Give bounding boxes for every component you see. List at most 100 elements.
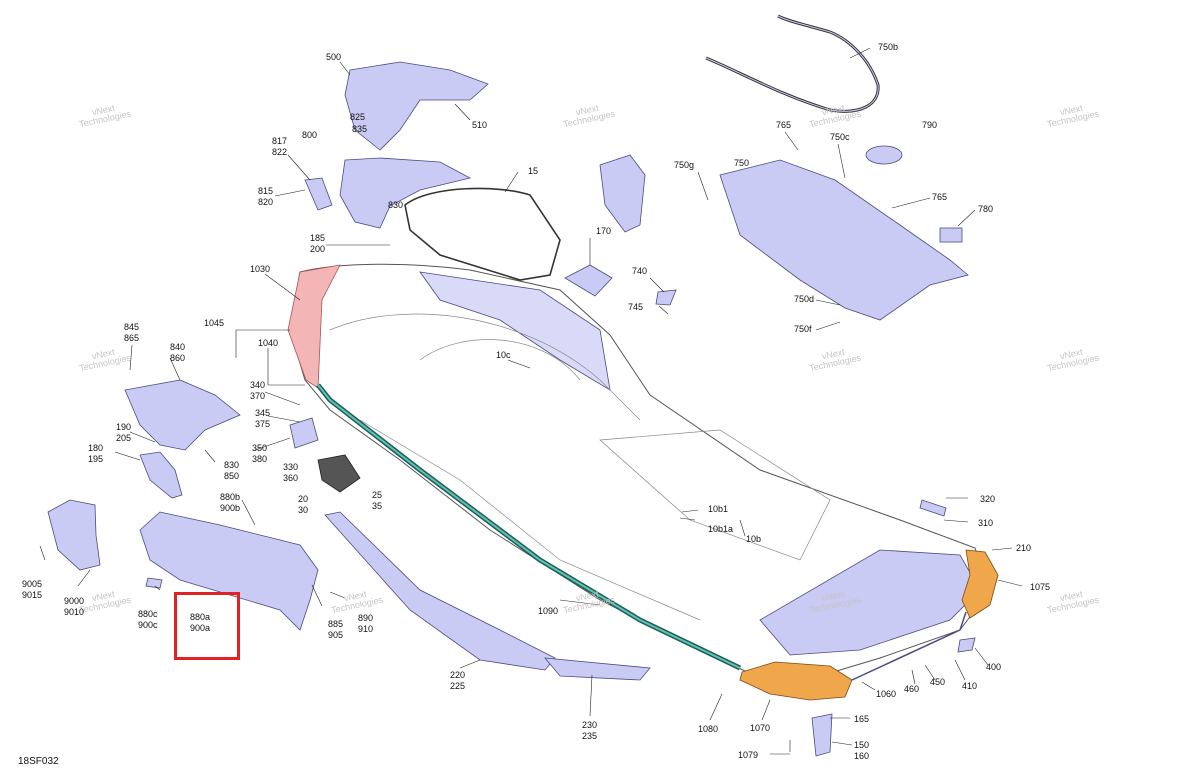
part-label: 860 (170, 353, 186, 363)
part-740 (655, 289, 677, 306)
highlight-label: 880a 900a (190, 612, 211, 633)
plate-165 (811, 713, 833, 757)
part-label: 845 (124, 322, 140, 332)
part-label: 1070 (750, 723, 771, 733)
part-label: 310 (978, 518, 994, 528)
part-label: 850 (224, 471, 240, 481)
part-label: 1080 (698, 724, 719, 734)
part-label: 1079 (738, 750, 759, 760)
part-label: 10b (746, 534, 762, 544)
strake-230 (544, 657, 651, 681)
part-label: 1090 (538, 606, 559, 616)
part-label: 200 (310, 244, 326, 254)
part-label: 225 (450, 681, 466, 691)
panel-800 (339, 157, 472, 229)
part-label: 815 (258, 186, 274, 196)
part-label: 865 (124, 333, 140, 343)
part-label: 15 (528, 166, 539, 176)
part-label: 25 (372, 490, 383, 500)
part-label: 185 (310, 233, 326, 243)
part-label: 230 (582, 720, 598, 730)
part-label: 840 (170, 342, 186, 352)
highlight-box (174, 592, 240, 660)
part-label: 1060 (876, 689, 897, 699)
part-label: 330 (283, 462, 299, 472)
part-label: 750d (794, 294, 815, 304)
part-label: 460 (904, 684, 920, 694)
part-label: 380 (252, 454, 268, 464)
part-label: 370 (250, 391, 266, 401)
part-label: 750 (734, 158, 750, 168)
leader-lines (39, 47, 1023, 755)
part-label: 900c (138, 620, 158, 630)
bracket-330 (289, 417, 319, 449)
part-label: 20 (298, 494, 309, 504)
part-label: 205 (116, 433, 132, 443)
panel-9000 (47, 499, 101, 571)
part-label: 9000 (64, 596, 85, 606)
part-label: 900b (220, 503, 241, 513)
part-label: 10b1a (708, 524, 734, 534)
part-label: 360 (283, 473, 299, 483)
part-label: 880b (220, 492, 241, 502)
part-label: 410 (962, 681, 978, 691)
part-label: 880c (138, 609, 158, 619)
part-label: 1045 (204, 318, 225, 328)
part-label: 790 (922, 120, 938, 130)
part-label: 30 (298, 505, 309, 515)
side-panel-880 (139, 511, 319, 631)
plate-170 (564, 264, 613, 297)
part-label: 150 (854, 740, 870, 750)
deck-panel-front (419, 271, 611, 391)
part-label: 450 (930, 677, 946, 687)
bracket-20 (317, 454, 361, 493)
part-label: 765 (776, 120, 792, 130)
part-label: 510 (472, 120, 488, 130)
part-label: 210 (1016, 543, 1032, 553)
hull-body (289, 263, 991, 679)
part-label: 195 (88, 454, 104, 464)
part-label: 822 (272, 147, 288, 157)
part-label: 820 (258, 197, 274, 207)
part-label: 375 (255, 419, 271, 429)
part-label: 1040 (258, 338, 279, 348)
part-label: 780 (978, 204, 994, 214)
part-label: 9005 (22, 579, 43, 589)
part-label: 9015 (22, 590, 43, 600)
storage-bin-750 (719, 159, 969, 321)
part-label: 400 (986, 662, 1002, 672)
part-label: 190 (116, 422, 132, 432)
plate-320 (919, 499, 947, 517)
part-label: 10b1 (708, 504, 729, 514)
part-label: 765 (932, 192, 948, 202)
part-label: 170 (596, 226, 612, 236)
latch-780 (939, 227, 963, 243)
part-label: 835 (352, 124, 368, 134)
part-label: 10c (496, 350, 511, 360)
panel-upper-mid (599, 154, 646, 233)
part-label: 740 (632, 266, 648, 276)
grill-180 (139, 451, 183, 499)
rear-bumper-left (739, 661, 853, 701)
rear-bumper-right (961, 549, 999, 619)
part-label: 885 (328, 619, 344, 629)
part-label: 800 (302, 130, 318, 140)
clip-400 (957, 637, 976, 653)
diagram-code: 18SF032 (18, 756, 59, 767)
part-label: 825 (350, 112, 366, 122)
part-label: 180 (88, 443, 104, 453)
clip-880c (145, 577, 163, 589)
part-label: 235 (582, 731, 598, 741)
cap-790 (865, 145, 903, 165)
side-panel-840 (124, 379, 241, 451)
part-label: 350 (252, 443, 268, 453)
part-label: 340 (250, 380, 266, 390)
seat-cover (344, 61, 489, 151)
part-label: 910 (358, 624, 374, 634)
part-label: 830 (224, 460, 240, 470)
part-label: 35 (372, 501, 383, 511)
gasket-seal (404, 187, 561, 281)
part-label: 750f (794, 324, 812, 334)
